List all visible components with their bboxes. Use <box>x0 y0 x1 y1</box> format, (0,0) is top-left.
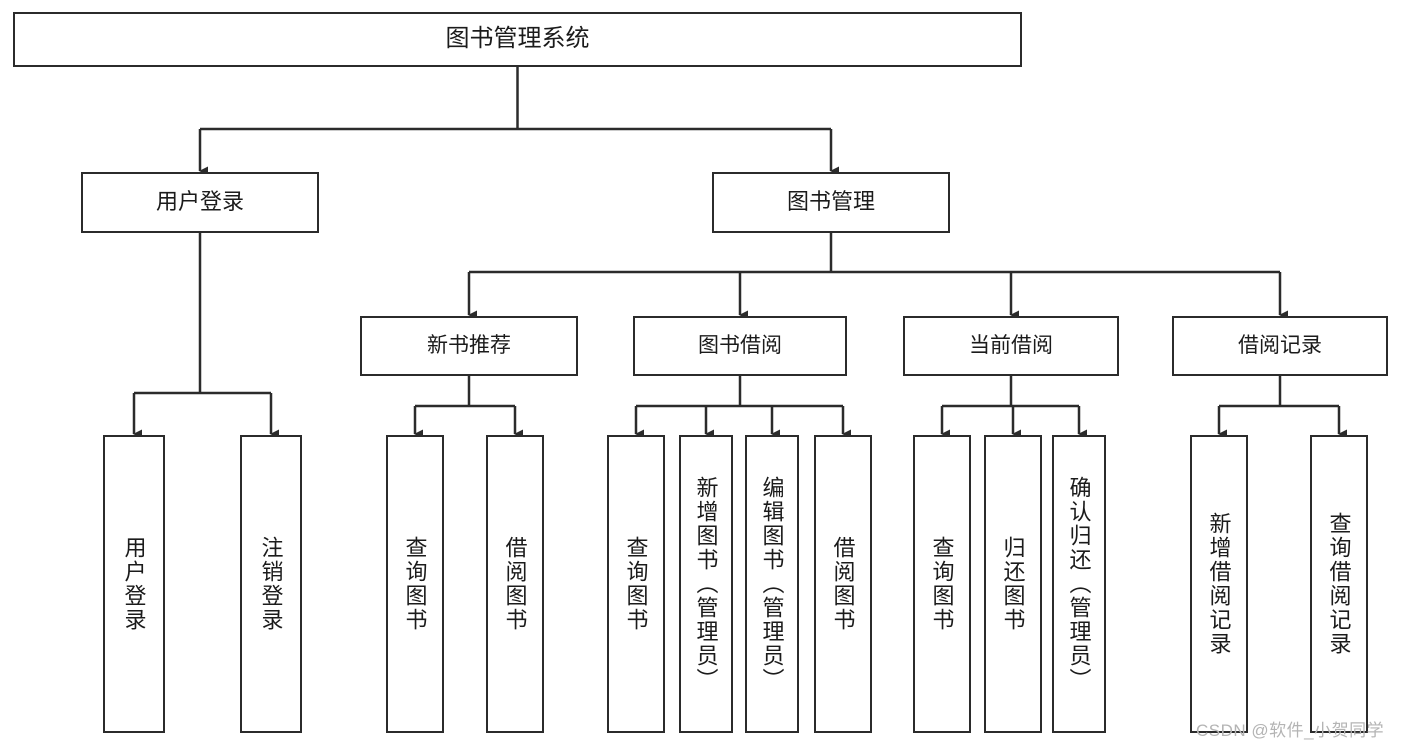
node-label-user-login: 用户登录 <box>155 189 244 215</box>
node-label-leaf-query-record: 查询借阅记录 <box>1326 512 1352 656</box>
node-label-leaf-add-record: 新增借阅记录 <box>1206 512 1232 656</box>
node-current-borrow: 当前借阅 <box>903 316 1119 376</box>
node-leaf-query-book-3: 查询图书 <box>913 435 971 733</box>
node-root: 图书管理系统 <box>13 12 1022 67</box>
node-label-new-book-recommend: 新书推荐 <box>427 334 511 358</box>
node-borrow-record: 借阅记录 <box>1172 316 1388 376</box>
node-leaf-query-book-2: 查询图书 <box>607 435 665 733</box>
node-leaf-borrow-book-2: 借阅图书 <box>814 435 872 733</box>
node-leaf-return-book: 归还图书 <box>984 435 1042 733</box>
node-leaf-confirm-return: 确认归还（管理员） <box>1052 435 1106 733</box>
node-label-leaf-confirm-return: 确认归还（管理员） <box>1066 476 1092 692</box>
node-label-borrow-record: 借阅记录 <box>1238 334 1322 358</box>
node-leaf-borrow-book-1: 借阅图书 <box>486 435 544 733</box>
node-leaf-add-book: 新增图书（管理员） <box>679 435 733 733</box>
node-leaf-edit-book: 编辑图书（管理员） <box>745 435 799 733</box>
node-label-root: 图书管理系统 <box>445 25 590 53</box>
watermark-text: CSDN @软件_小贺同学 <box>1196 721 1385 740</box>
node-label-leaf-return-book: 归还图书 <box>1000 536 1026 632</box>
node-label-leaf-logout: 注销登录 <box>258 536 284 632</box>
node-leaf-query-book-1: 查询图书 <box>386 435 444 733</box>
node-book-manage: 图书管理 <box>712 172 950 233</box>
node-label-leaf-query-book-3: 查询图书 <box>929 536 955 632</box>
node-new-book-recommend: 新书推荐 <box>360 316 578 376</box>
node-label-leaf-query-book-1: 查询图书 <box>402 536 428 632</box>
node-label-leaf-edit-book: 编辑图书（管理员） <box>759 476 785 692</box>
node-leaf-add-record: 新增借阅记录 <box>1190 435 1248 733</box>
node-label-leaf-query-book-2: 查询图书 <box>623 536 649 632</box>
node-leaf-query-record: 查询借阅记录 <box>1310 435 1368 733</box>
node-label-book-borrow: 图书借阅 <box>698 334 782 358</box>
node-leaf-user-login: 用户登录 <box>103 435 165 733</box>
node-label-leaf-borrow-book-2: 借阅图书 <box>830 536 856 632</box>
connector-layer <box>132 67 1347 439</box>
node-book-borrow: 图书借阅 <box>633 316 847 376</box>
node-label-leaf-add-book: 新增图书（管理员） <box>693 476 719 692</box>
node-leaf-logout: 注销登录 <box>240 435 302 733</box>
node-label-leaf-user-login: 用户登录 <box>121 536 147 632</box>
node-label-book-manage: 图书管理 <box>786 189 875 215</box>
node-user-login: 用户登录 <box>81 172 319 233</box>
node-label-leaf-borrow-book-1: 借阅图书 <box>502 536 528 632</box>
node-label-current-borrow: 当前借阅 <box>969 334 1053 358</box>
